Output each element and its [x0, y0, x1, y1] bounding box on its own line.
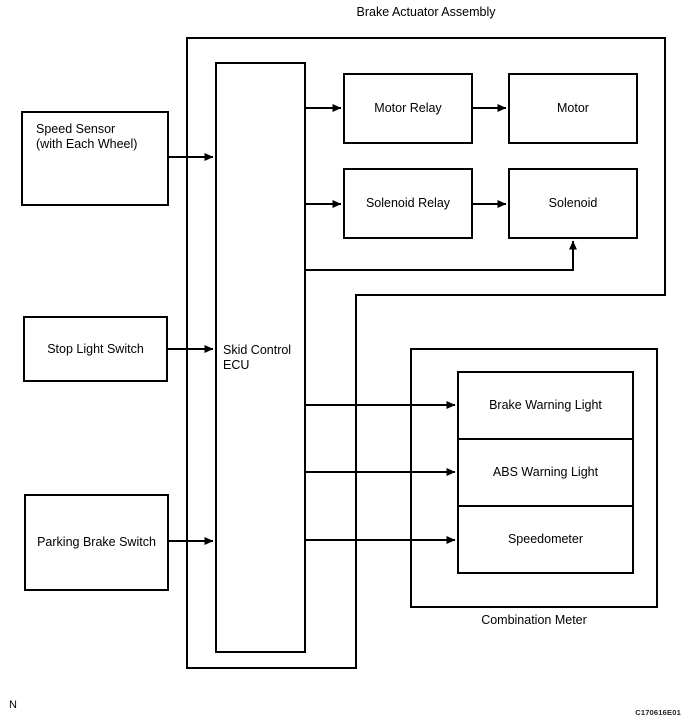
figure-code: C170616E01 — [635, 708, 681, 717]
brake-actuator-assembly-outline — [185, 36, 667, 670]
connector-ecu-to-solenoid-feedback — [305, 240, 577, 271]
motor-box — [507, 72, 639, 145]
parking-brake-switch-box — [23, 493, 170, 592]
solenoid-relay-box — [342, 167, 474, 240]
brake-warning-light-box — [456, 370, 635, 441]
speedometer-box — [456, 504, 635, 575]
combination-meter-caption: Combination Meter — [481, 613, 587, 627]
page-mark: N — [9, 699, 17, 711]
speed-sensor-box — [20, 110, 170, 207]
skid-control-ecu-box — [214, 61, 307, 654]
motor-relay-box — [342, 72, 474, 145]
brake-actuator-assembly-title: Brake Actuator Assembly — [356, 5, 496, 19]
solenoid-box — [507, 167, 639, 240]
combination-meter-outline — [409, 347, 659, 609]
stop-light-switch-box — [22, 315, 169, 383]
abs-warning-light-box — [456, 437, 635, 508]
